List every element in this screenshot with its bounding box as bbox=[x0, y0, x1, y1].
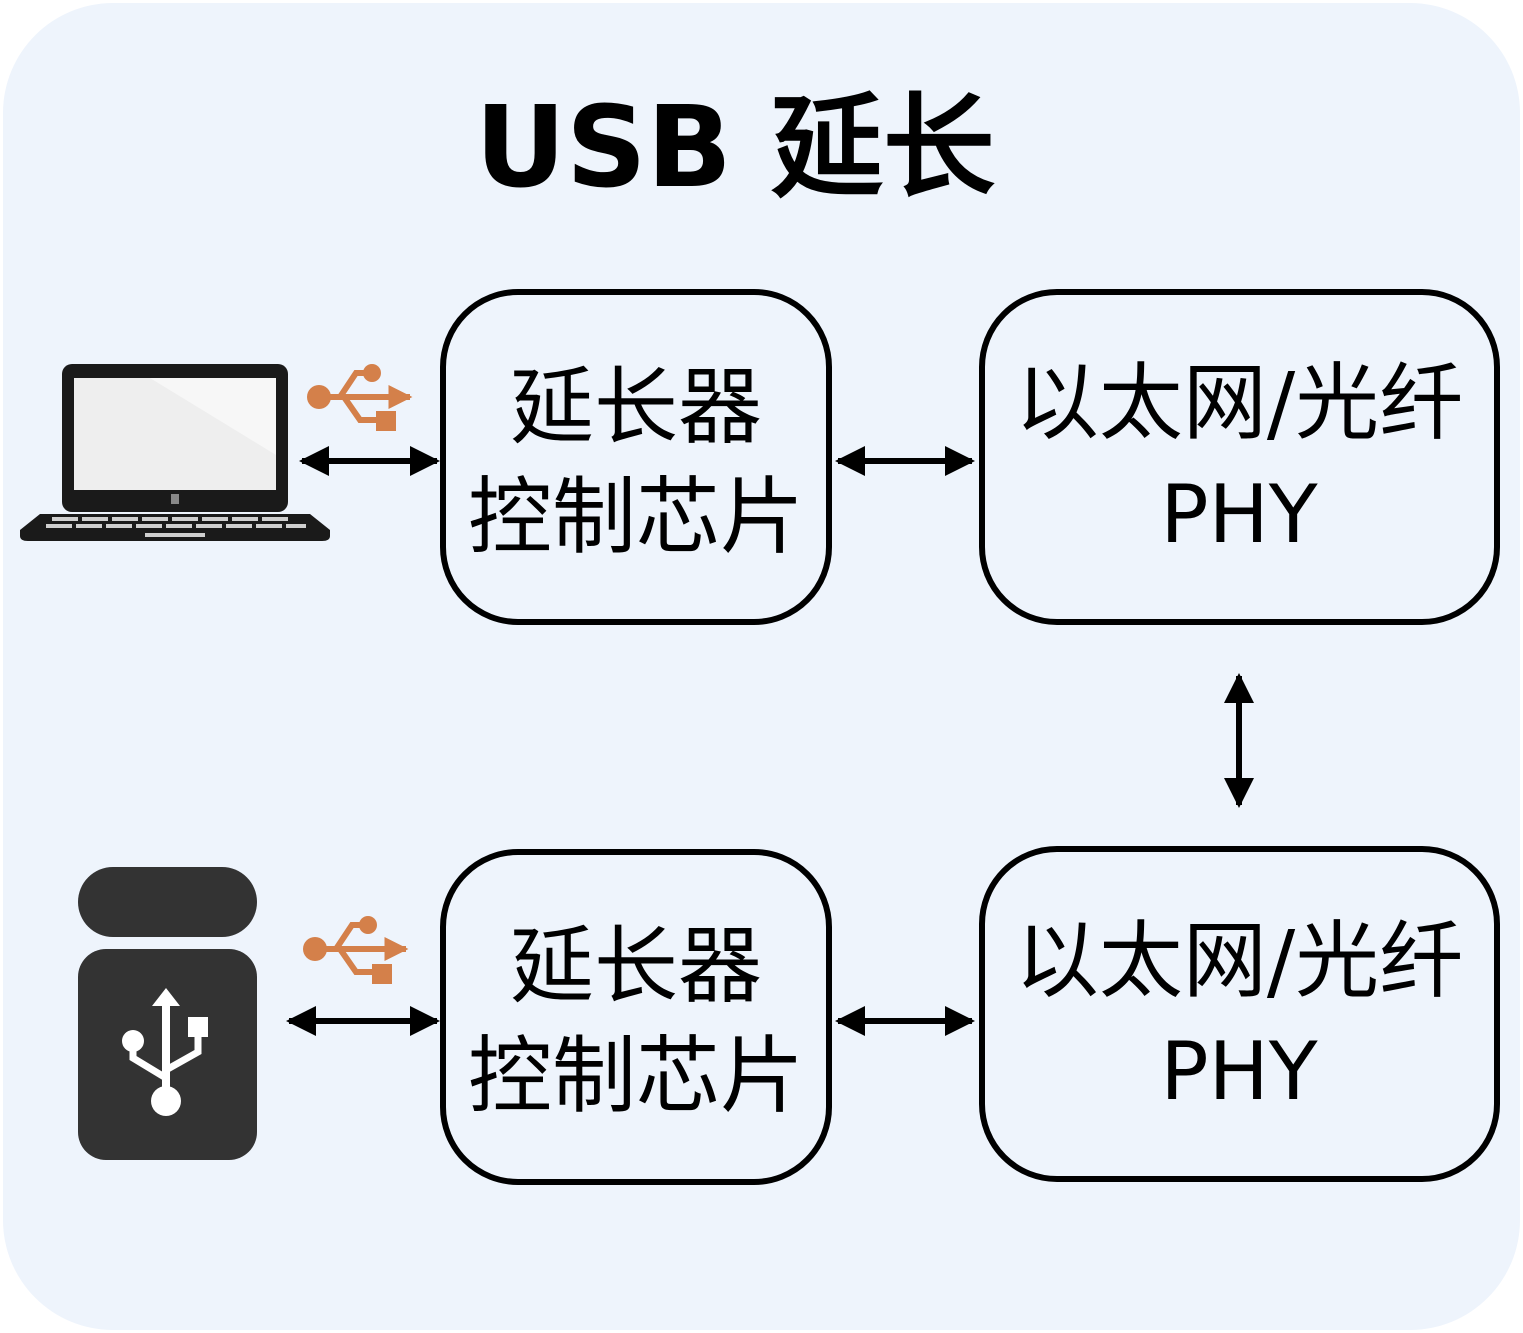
usb-drive-icon bbox=[78, 867, 257, 1160]
bottom-controller-line1: 延长器 bbox=[510, 917, 762, 1015]
top-phy-line2: PHY bbox=[1160, 468, 1318, 561]
background-card bbox=[3, 3, 1520, 1330]
top-controller-line2: 控制芯片 bbox=[468, 468, 804, 566]
top-controller-box bbox=[440, 289, 832, 625]
bottom-phy-line1: 以太网/光纤 bbox=[1015, 912, 1463, 1010]
top-controller-line1: 延长器 bbox=[510, 358, 762, 456]
diagram-title: USB 延长 bbox=[475, 83, 995, 213]
bottom-controller-box bbox=[440, 849, 832, 1185]
bottom-phy-line2: PHY bbox=[1160, 1025, 1318, 1118]
usb-symbol-icon bbox=[303, 916, 409, 984]
bottom-phy-box bbox=[979, 846, 1500, 1182]
laptop-icon bbox=[20, 364, 330, 541]
top-phy-line1: 以太网/光纤 bbox=[1015, 354, 1463, 452]
top-phy-box bbox=[979, 289, 1500, 625]
bottom-controller-line2: 控制芯片 bbox=[468, 1027, 804, 1125]
usb-symbol-icon bbox=[307, 364, 413, 431]
